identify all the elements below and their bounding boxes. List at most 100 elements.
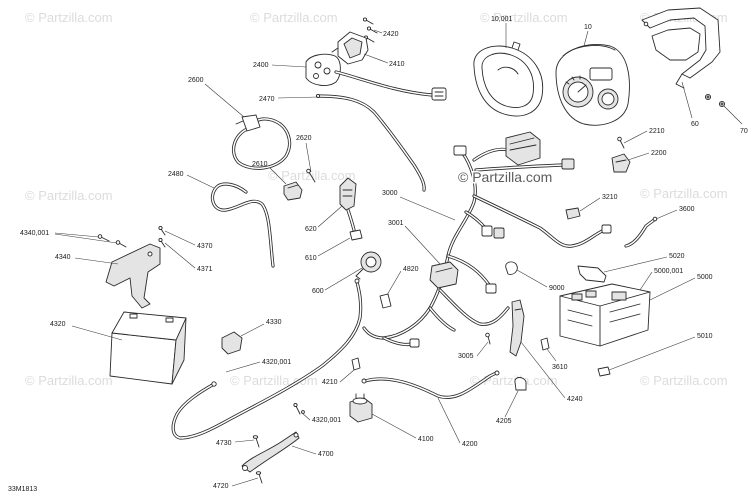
callout-label: 70 (740, 128, 748, 135)
callout-label: 4205 (496, 418, 512, 425)
callout-label: 4340 (55, 254, 71, 261)
part-2410-switch-housing (331, 31, 369, 65)
part-3600-cable (624, 216, 658, 248)
callout-label: 620 (305, 226, 317, 233)
callout-label: 3610 (552, 364, 568, 371)
leader-line (317, 237, 351, 257)
part-2600-sensor (231, 114, 292, 170)
leader-line (546, 348, 557, 362)
watermark-text: © Partzilla.com (268, 168, 356, 183)
part-4205-bracket (514, 377, 527, 391)
callout-label: 2600 (188, 77, 204, 84)
part-3610-clip (540, 337, 550, 351)
parts (97, 7, 726, 484)
leader-line (164, 230, 196, 246)
leader-line (269, 167, 287, 185)
leader-line (583, 30, 589, 47)
callout-label: 2620 (296, 135, 312, 142)
callout-label: 4820 (403, 266, 419, 273)
callout-label: 3600 (679, 206, 695, 213)
leader-line (404, 225, 441, 265)
leader-line (639, 271, 653, 291)
part-2210-screw (617, 136, 625, 149)
part-4330-terminal-cover (221, 331, 243, 355)
callout-label: 10,001 (491, 16, 513, 23)
part-4100-starter-solenoid (349, 393, 373, 423)
leader-line (504, 390, 519, 418)
leader-line (681, 81, 693, 119)
leader-line (655, 209, 678, 220)
callout-label: 4371 (197, 266, 213, 273)
leader-line (231, 477, 259, 487)
part-4320-battery (109, 311, 187, 385)
leader-line (399, 196, 456, 221)
leader-line (579, 197, 601, 212)
part-4340001-bolts (97, 234, 127, 248)
watermark-center-text: © Partzilla.com (458, 169, 552, 185)
leader-line (373, 29, 383, 34)
leader-line (271, 64, 307, 68)
leader-line (608, 336, 696, 371)
leader-line (437, 397, 461, 444)
part-4700-ground-strap (241, 431, 300, 473)
callout-label: 610 (305, 255, 317, 262)
leader-line (324, 267, 363, 291)
leader-line (54, 232, 100, 238)
leader-line (240, 323, 265, 337)
leader-line (516, 269, 548, 288)
callout-label: 4320,001 (312, 417, 341, 424)
callout-label: 4730 (216, 440, 232, 447)
leader-line (363, 53, 389, 64)
callout-label: 4320,001 (262, 359, 291, 366)
leader-line (723, 105, 743, 125)
callout-label: 2610 (252, 161, 268, 168)
part-60-bracket (641, 7, 721, 89)
callout-label: 2480 (168, 171, 184, 178)
part-3000-main-harness (362, 131, 612, 348)
callout-label: 2470 (259, 96, 275, 103)
part-5020-bracket (577, 265, 607, 283)
part-4240-cable (509, 299, 525, 357)
callout-label: 2200 (651, 150, 667, 157)
leader-line (300, 411, 311, 421)
callout-label: 3210 (602, 194, 618, 201)
part-4720-screw (255, 471, 263, 484)
watermark-text: © Partzilla.com (640, 373, 728, 388)
part-600-horn (355, 251, 382, 280)
part-3210-connector (565, 207, 581, 220)
callout-label: 600 (312, 288, 324, 295)
callout-label: 4320 (50, 321, 66, 328)
watermark-text: © Partzilla.com (25, 188, 113, 203)
part-4210-nut (351, 357, 361, 371)
callout-label: 4330 (266, 319, 282, 326)
part-4820-grommet (379, 293, 392, 309)
part-10001-bezel (473, 41, 544, 117)
part-5010-fuse (597, 366, 611, 377)
leader-line (627, 152, 650, 161)
part-610-fuse (349, 229, 363, 241)
part-4730-screw (252, 435, 260, 448)
part-2400-switch-pack (305, 53, 447, 101)
callout-label: 5000 (697, 274, 713, 281)
part-2610-connector (283, 181, 303, 201)
callout-label: 3000 (382, 190, 398, 197)
part-2480-cable (210, 182, 275, 268)
callout-label: 4370 (197, 243, 213, 250)
part-3005-screw (485, 332, 491, 345)
callout-label: 4100 (418, 436, 434, 443)
leader-line (520, 341, 566, 399)
watermark-text: © Partzilla.com (230, 373, 318, 388)
callout-label: 4720 (213, 483, 229, 490)
part-620-fuse-holder (339, 177, 357, 232)
part-2620-screw (306, 168, 316, 183)
callout-label: 4700 (318, 451, 334, 458)
callout-label: 2420 (383, 31, 399, 38)
callout-label: 3005 (458, 353, 474, 360)
drawing-number: 33M1813 (8, 486, 37, 493)
part-4370-4371-screws (158, 225, 166, 248)
leader-line (371, 413, 417, 439)
part-5000-fuse-box (559, 283, 651, 347)
leader-line (649, 277, 696, 301)
leader-line (277, 96, 319, 99)
